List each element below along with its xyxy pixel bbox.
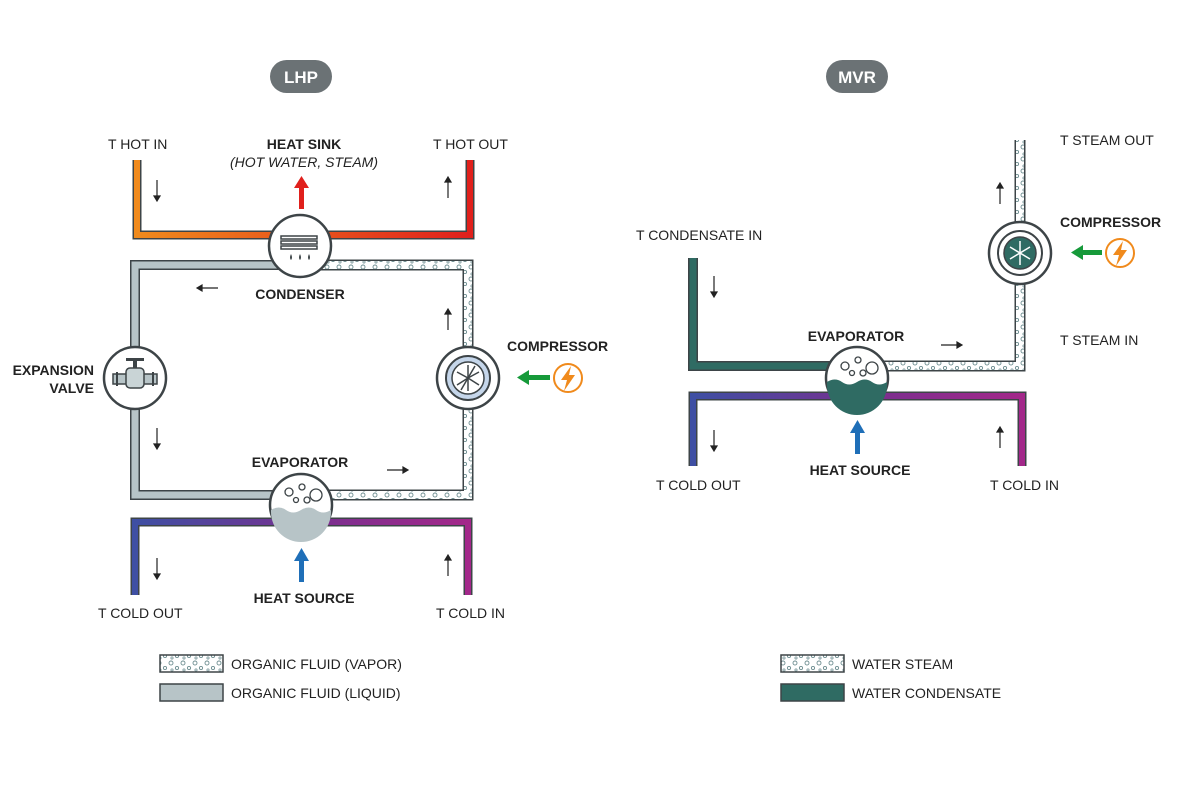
- mvr-t-cold-out-label: T COLD OUT: [656, 477, 741, 493]
- mvr-t-condensate-in-label: T CONDENSATE IN: [636, 227, 762, 243]
- lhp-flow-arrows: [152, 175, 453, 581]
- legend-swatch-condensate: [780, 683, 845, 702]
- lhp-compressor: [435, 345, 501, 411]
- mvr-flow-arrows: [709, 181, 1005, 453]
- mvr-evaporator-label: EVAPORATOR: [808, 328, 904, 344]
- lhp-heat-source-arrow-icon: [294, 548, 309, 582]
- lhp-diagram: LHP: [13, 60, 608, 702]
- mvr-t-steam-in-label: T STEAM IN: [1060, 332, 1138, 348]
- fan-icon: [456, 365, 480, 391]
- heat-sink-label: HEAT SINK: [267, 136, 341, 152]
- mvr-badge: [826, 60, 888, 93]
- condenser-coil-icon: [280, 235, 318, 260]
- lhp-condenser: [267, 213, 333, 279]
- lhp-expansion-valve: [102, 345, 168, 411]
- valve-icon: [112, 358, 158, 389]
- lhp-evaporator: [268, 472, 334, 542]
- lhp-evaporator-label: EVAPORATOR: [252, 454, 348, 470]
- lhp-power-bolt-icon: [553, 363, 583, 393]
- mvr-legend: WATER STEAM WATER CONDENSATE: [780, 654, 1001, 702]
- mvr-badge-label: MVR: [838, 68, 876, 87]
- mvr-t-steam-out-label: T STEAM OUT: [1060, 132, 1154, 148]
- expansion-valve-label-1: EXPANSION: [13, 362, 94, 378]
- expansion-valve-label-2: VALVE: [49, 380, 94, 396]
- mvr-compressor: [987, 220, 1053, 286]
- lhp-t-cold-in-label: T COLD IN: [436, 605, 505, 621]
- lhp-t-cold-out-label: T COLD OUT: [98, 605, 183, 621]
- heat-sink-sub-label: (HOT WATER, STEAM): [230, 154, 378, 170]
- mvr-condensate-pipe: [689, 258, 857, 370]
- lhp-compressor-label: COMPRESSOR: [507, 338, 608, 354]
- legend-swatch-steam: [780, 654, 845, 673]
- mvr-steam-pipe: [857, 140, 1024, 370]
- mvr-heat-source-label: HEAT SOURCE: [810, 462, 911, 478]
- lhp-t-hot-out-label: T HOT OUT: [433, 136, 508, 152]
- legend-label-condensate: WATER CONDENSATE: [852, 685, 1001, 701]
- mvr-fan-icon: [1009, 241, 1031, 265]
- legend-label-vapor: ORGANIC FLUID (VAPOR): [231, 656, 402, 672]
- legend-label-steam: WATER STEAM: [852, 656, 953, 672]
- mvr-diagram: MVR: [636, 60, 1161, 702]
- mvr-condensate-pipe-outline: [688, 258, 857, 371]
- mvr-heat-source-arrow-icon: [850, 420, 865, 454]
- heat-sink-arrow-icon: [294, 176, 309, 209]
- legend-swatch-vapor: [159, 654, 224, 673]
- mvr-t-cold-in-label: T COLD IN: [990, 477, 1059, 493]
- legend-swatch-liquid: [159, 683, 224, 702]
- mvr-power-bolt-icon: [1105, 238, 1135, 268]
- mvr-compressor-arrow-icon: [1071, 245, 1102, 260]
- lhp-badge: [270, 60, 332, 93]
- lhp-legend: ORGANIC FLUID (VAPOR) ORGANIC FLUID (LIQ…: [159, 654, 402, 702]
- lhp-compressor-arrow-icon: [517, 370, 550, 385]
- mvr-compressor-label: COMPRESSOR: [1060, 214, 1161, 230]
- lhp-heat-source-label: HEAT SOURCE: [254, 590, 355, 606]
- lhp-badge-label: LHP: [284, 68, 318, 87]
- legend-label-liquid: ORGANIC FLUID (LIQUID): [231, 685, 401, 701]
- mvr-evaporator: [824, 345, 890, 415]
- condenser-label: CONDENSER: [255, 286, 344, 302]
- lhp-t-hot-in-label: T HOT IN: [108, 136, 167, 152]
